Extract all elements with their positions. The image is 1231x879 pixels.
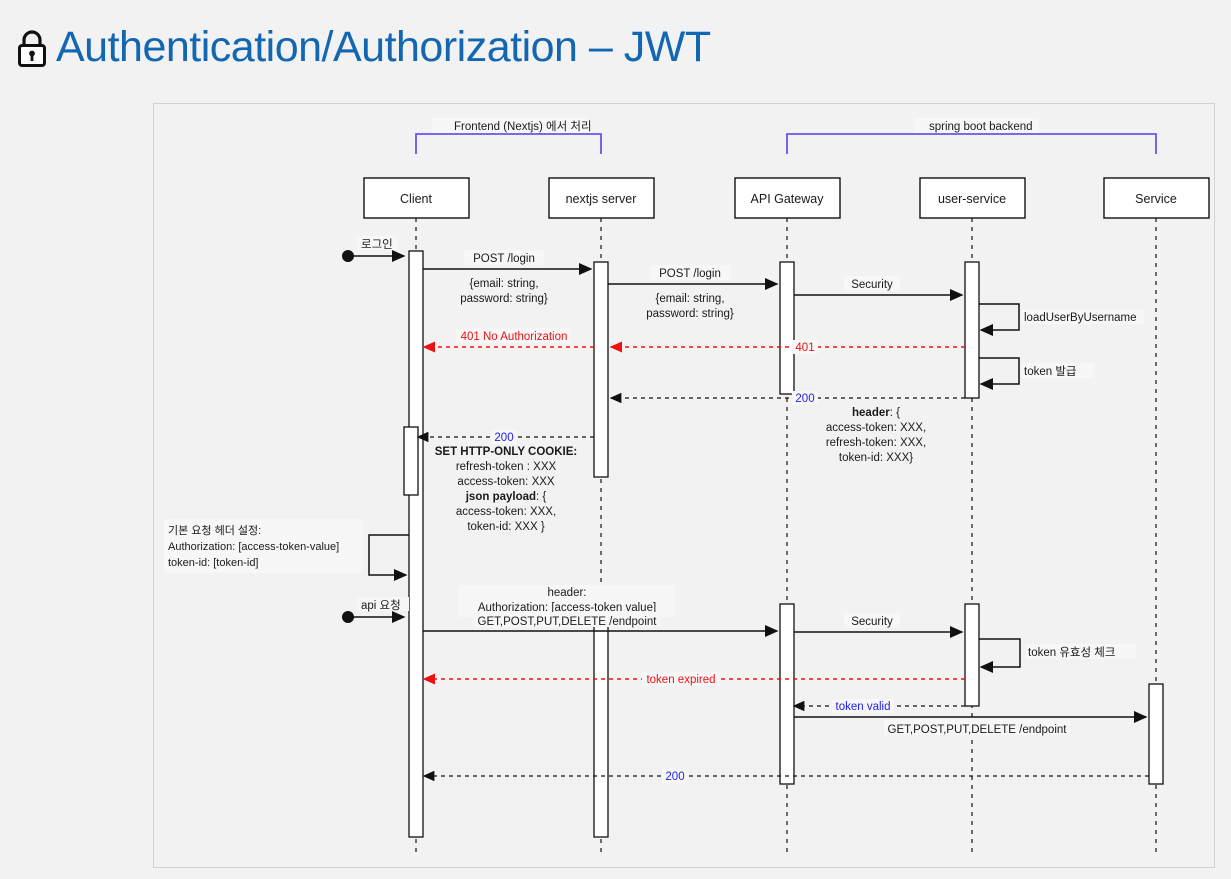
group-label-frontend: Frontend (Nextjs) 에서 처리 <box>454 120 592 133</box>
request-header-line1: header: <box>547 587 586 599</box>
cookie-block-line5: access-token: XXX, <box>456 506 556 518</box>
message-security-1: Security <box>794 276 964 301</box>
activation-nextjs-1 <box>593 261 609 478</box>
message-token-validity-check: token 유효성 체크 <box>979 638 1136 673</box>
message-label-200-b: 200 <box>494 432 513 444</box>
participant-nextjs-server[interactable]: nextjs server <box>548 177 655 219</box>
cookie-block-line3: access-token: XXX <box>457 476 554 488</box>
cookie-json-brace: : { <box>536 491 546 503</box>
activation-gateway-2 <box>779 603 795 785</box>
title-bar: Authentication/Authorization – JWT <box>0 0 1231 95</box>
cookie-block-line6: token-id: XXX } <box>467 521 545 533</box>
message-body-2-line2: password: string} <box>646 308 734 320</box>
message-label-token-check: token 유효성 체크 <box>1028 646 1115 659</box>
message-label-endpoint-2: GET,POST,PUT,DELETE /endpoint <box>888 724 1068 736</box>
message-label-token-issue: token 발급 <box>1024 365 1077 378</box>
message-200-to-nextjs: 200 header: { access-token: XXX, refresh… <box>609 391 965 464</box>
sequence-diagram-frame: Frontend (Nextjs) 에서 처리 spring boot back… <box>153 103 1215 868</box>
message-load-user-by-username: loadUserByUsername <box>979 303 1144 336</box>
message-header-block-line2: access-token: XXX, <box>826 422 926 434</box>
participant-service[interactable]: Service <box>1103 177 1210 219</box>
message-header-block-line4: token-id: XXX} <box>839 452 913 464</box>
group-label-backend: spring boot backend <box>929 121 1033 133</box>
activation-bars <box>403 250 1164 838</box>
message-body-1-line2: password: string} <box>460 293 548 305</box>
start-login: 로그인 <box>342 236 406 262</box>
message-label-security-1: Security <box>851 279 893 291</box>
message-label-token-valid: token valid <box>836 701 891 713</box>
message-header-block-line1: header: { <box>852 407 900 419</box>
start-api: api 요청 <box>342 597 409 623</box>
participant-api-gateway[interactable]: API Gateway <box>734 177 841 219</box>
message-security-2: Security <box>794 613 964 638</box>
message-401-no-authorization: 401 401 No Authorization <box>422 328 965 354</box>
note-line2: Authorization: [access-token-value] <box>168 541 339 553</box>
message-label-token-expired: token expired <box>646 674 715 686</box>
participant-label-client: Client <box>400 192 432 206</box>
cookie-block-line4: json payload: { <box>465 491 547 503</box>
message-token-issue: token 발급 <box>979 357 1094 390</box>
request-header-line2: Authorization: [access-token value] <box>478 602 656 614</box>
message-post-login-1: POST /login {email: string, password: st… <box>423 250 593 305</box>
message-label-401-full: 401 No Authorization <box>461 331 568 343</box>
message-label-load-user: loadUserByUsername <box>1024 312 1137 324</box>
message-label-endpoint-1: GET,POST,PUT,DELETE /endpoint <box>478 616 658 628</box>
message-body-2-line1: {email: string, <box>655 293 724 305</box>
activation-userservice-1 <box>964 261 980 399</box>
message-200-to-client: 200 SET HTTP-ONLY COOKIE: refresh-token … <box>416 430 594 533</box>
header-block-brace: : { <box>890 407 900 419</box>
group-bracket-frontend: Frontend (Nextjs) 에서 처리 <box>415 118 602 154</box>
message-label-post-login-1: POST /login <box>473 253 535 265</box>
message-label-security-2: Security <box>851 616 893 628</box>
activation-client-main <box>408 250 424 838</box>
cookie-json-bold: json payload <box>465 491 536 503</box>
start-label-login: 로그인 <box>361 238 393 251</box>
activation-nextjs-2 <box>593 608 609 838</box>
cookie-block-line2: refresh-token : XXX <box>456 461 557 473</box>
participant-label-gateway: API Gateway <box>751 192 825 206</box>
activation-service-1 <box>1148 683 1164 785</box>
lock-icon <box>14 26 50 72</box>
activation-client-nested <box>403 426 419 496</box>
start-label-api: api 요청 <box>361 599 401 612</box>
participant-label-nextjs: nextjs server <box>566 192 637 206</box>
message-post-login-2: POST /login {email: string, password: st… <box>608 265 779 320</box>
participant-label-service: Service <box>1135 192 1177 206</box>
note-line3: token-id: [token-id] <box>168 557 259 569</box>
message-endpoint-2: GET,POST,PUT,DELETE /endpoint <box>794 711 1148 736</box>
message-token-expired: token expired <box>422 672 965 686</box>
activation-userservice-2 <box>964 603 980 707</box>
header-block-bold: header <box>852 407 890 419</box>
page-title: Authentication/Authorization – JWT <box>56 23 711 71</box>
participant-client[interactable]: Client <box>363 177 470 219</box>
participant-label-userservice: user-service <box>938 192 1006 206</box>
message-token-valid: token valid <box>792 699 965 713</box>
message-default-request-header: 기본 요청 헤더 설정: Authorization: [access-toke… <box>164 519 409 581</box>
participant-user-service[interactable]: user-service <box>919 177 1026 219</box>
message-label-200-c: 200 <box>665 771 684 783</box>
sequence-diagram-svg: Frontend (Nextjs) 에서 처리 spring boot back… <box>164 118 1210 856</box>
message-label-401: 401 <box>795 342 814 354</box>
message-200-final: 200 <box>422 769 1149 783</box>
group-bracket-backend: spring boot backend <box>786 118 1157 154</box>
message-label-200-a: 200 <box>795 393 814 405</box>
message-api-request: header: Authorization: [access-token val… <box>423 585 779 637</box>
message-label-post-login-2: POST /login <box>659 268 721 280</box>
activation-gateway-1 <box>779 261 795 395</box>
cookie-block-line1: SET HTTP-ONLY COOKIE: <box>435 446 578 458</box>
note-line1: 기본 요청 헤더 설정: <box>168 524 261 537</box>
message-body-1-line1: {email: string, <box>469 278 538 290</box>
message-header-block-line3: refresh-token: XXX, <box>826 437 926 449</box>
